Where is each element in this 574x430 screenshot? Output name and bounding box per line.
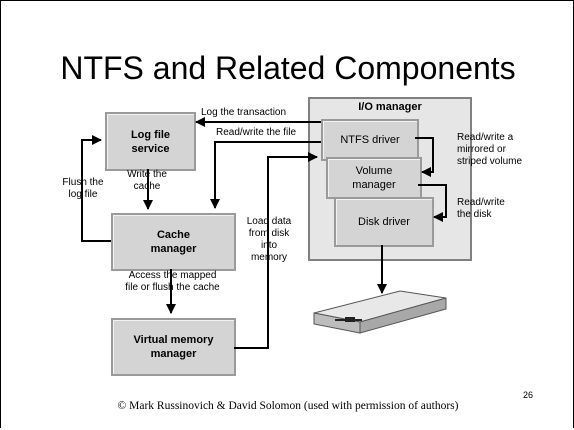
arrow-load-data — [234, 152, 318, 349]
log-file-service-box: Log file service — [105, 112, 196, 171]
virtual-memory-manager-box: Virtual memory manager — [111, 318, 236, 376]
label-access-mapped: Access the mapped file or flush the cach… — [125, 270, 220, 293]
arrow-read-write-disk — [418, 184, 447, 222]
arrow-mirrored — [415, 137, 434, 177]
disk-drive-icon — [313, 290, 447, 334]
label-write-cache: Write the cache — [127, 169, 167, 192]
copyright-footer: © Mark Russinovich & David Solomon (used… — [117, 400, 459, 412]
disk-driver-box: Disk driver — [334, 197, 434, 247]
slide-title: NTFS and Related Components — [60, 50, 516, 86]
page-number: 26 — [523, 390, 534, 400]
label-read-write-file: Read/write the file — [216, 127, 297, 138]
arrow-flush-log — [81, 135, 111, 242]
volume-manager-box: Volume manager — [326, 157, 422, 199]
label-load-data: Load data from disk into memory — [246, 216, 292, 263]
label-mirrored: Read/write a mirrored or striped volume — [457, 132, 523, 167]
label-read-write-disk: Read/write the disk — [457, 197, 505, 220]
label-log-transaction: Log the transaction — [201, 107, 287, 118]
io-manager-title: I/O manager — [358, 101, 422, 113]
arrow-read-write-file — [210, 141, 321, 209]
cache-manager-box: Cache manager — [111, 213, 236, 271]
label-flush-log: Flush the log file — [62, 177, 104, 200]
